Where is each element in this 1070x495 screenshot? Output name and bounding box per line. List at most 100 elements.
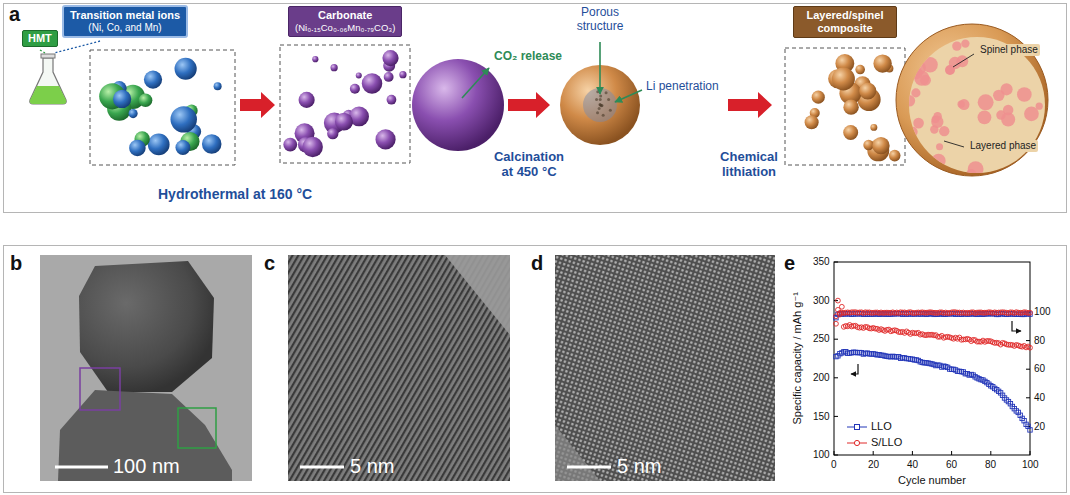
hrtem-image	[555, 425, 600, 481]
reagent-box: Transition metal ions(Ni, Co, and Mn)	[62, 5, 188, 38]
precursor-cluster	[170, 106, 196, 132]
tem-image	[79, 261, 214, 392]
process-arrow	[508, 92, 550, 118]
composite-cluster	[843, 125, 858, 140]
tem-image	[40, 255, 252, 481]
capacity-chart	[834, 262, 1033, 455]
flask-icon	[54, 41, 100, 53]
capacity-chart	[1030, 451, 1031, 455]
hrtem-image	[567, 466, 611, 469]
composite-particle	[900, 30, 1060, 190]
precursor-cluster	[129, 109, 138, 118]
product-box: Carbonate(Ni₀.₁₅Co₀.₀₆Mn₀.₇₉CO₃)	[288, 6, 402, 37]
axis-title: Cycle number	[898, 474, 966, 487]
precursor-cluster	[214, 82, 222, 90]
box-heading: Layered/spinel composite	[800, 9, 890, 35]
composite-particle	[952, 41, 961, 50]
composite-particle	[1017, 87, 1032, 102]
tick-label: 100	[1022, 459, 1039, 471]
carbonate-sphere	[412, 59, 504, 151]
composite-particle	[920, 75, 931, 86]
precursor-cluster	[144, 71, 162, 89]
composite-cluster	[870, 124, 877, 131]
capacity-chart	[1028, 310, 1033, 315]
porous-oxide-sphere	[595, 98, 598, 101]
carbonate-cluster	[362, 73, 383, 94]
porous-oxide-sphere	[609, 109, 612, 112]
composite-particle	[922, 57, 937, 72]
panel-letter: c	[264, 252, 275, 275]
legend-label: S/LLO	[871, 436, 902, 448]
process-arrow	[240, 92, 275, 118]
porous-oxide-sphere	[602, 114, 605, 117]
carbonate-cluster	[327, 128, 338, 139]
tick-label: 100	[813, 449, 830, 461]
flask-icon	[30, 41, 100, 104]
panel-letter: e	[784, 252, 795, 275]
tick-label: 250	[813, 333, 830, 345]
process-arrow	[728, 92, 772, 118]
composite-particle	[936, 143, 943, 150]
composite-particle	[993, 90, 1004, 101]
composite-particle	[978, 110, 992, 124]
composite-particle	[896, 24, 1060, 190]
composite-particle	[913, 118, 924, 129]
capacity-chart	[1028, 345, 1033, 350]
legend-sample	[846, 438, 868, 448]
legend-label: LLO	[871, 420, 892, 432]
carbonate-cluster	[335, 113, 353, 131]
capacity-chart	[839, 304, 844, 309]
phase-label: Layered phase	[968, 140, 1038, 152]
precursor-cluster	[113, 90, 131, 108]
scale-bar-label: 5 nm	[617, 455, 661, 478]
tick-label: 150	[813, 411, 830, 423]
box-heading: Carbonate	[295, 9, 395, 22]
composite-particle	[931, 154, 945, 168]
carbonate-cluster	[299, 92, 315, 108]
panel-letter: a	[9, 3, 20, 26]
process-step: Chemical lithiation	[703, 150, 795, 180]
tem-image	[40, 255, 252, 481]
tick-label: 60	[1034, 363, 1045, 375]
carbonate-cluster	[280, 45, 410, 163]
composite-particle	[1024, 107, 1039, 122]
carbonate-sphere	[412, 59, 504, 151]
porous-oxide-sphere	[605, 91, 608, 94]
composite-particle	[944, 141, 964, 147]
panel-frame	[4, 4, 1067, 493]
composite-cluster	[843, 99, 858, 114]
capacity-chart	[834, 350, 1032, 433]
precursor-cluster	[202, 134, 222, 154]
capacity-chart	[834, 262, 838, 263]
capacity-chart	[990, 451, 991, 455]
carbonate-cluster	[330, 64, 337, 71]
tick-label: 350	[813, 256, 830, 268]
capacity-chart	[834, 416, 838, 417]
capacity-chart	[1026, 340, 1030, 341]
legend-entry: LLO	[846, 420, 892, 433]
tick-label: 60	[946, 459, 957, 471]
hrtem-image	[300, 466, 344, 469]
capacity-chart	[834, 339, 838, 340]
composite-cluster	[832, 67, 855, 90]
porous-oxide-sphere	[599, 42, 601, 94]
capacity-chart	[834, 321, 839, 326]
porous-oxide-sphere	[600, 104, 603, 107]
capacity-chart	[837, 312, 842, 317]
capacity-chart	[834, 262, 1030, 455]
capacity-chart	[834, 451, 835, 455]
porous-oxide-sphere	[596, 111, 599, 114]
precursor-cluster	[90, 50, 235, 165]
carbonate-sphere	[462, 68, 489, 98]
tick-label: 40	[1034, 392, 1045, 404]
composite-particle	[904, 95, 916, 107]
composite-cluster	[873, 54, 891, 72]
callout-label: Li penetration	[646, 80, 719, 94]
hrtem-image	[445, 255, 510, 335]
hrtem-image	[288, 255, 510, 481]
scale-bar-label: 5 nm	[350, 455, 394, 478]
capacity-chart	[834, 298, 1033, 350]
composite-particle	[968, 161, 984, 177]
composite-particle	[939, 126, 949, 136]
callout-label: Porous structure	[560, 6, 640, 34]
